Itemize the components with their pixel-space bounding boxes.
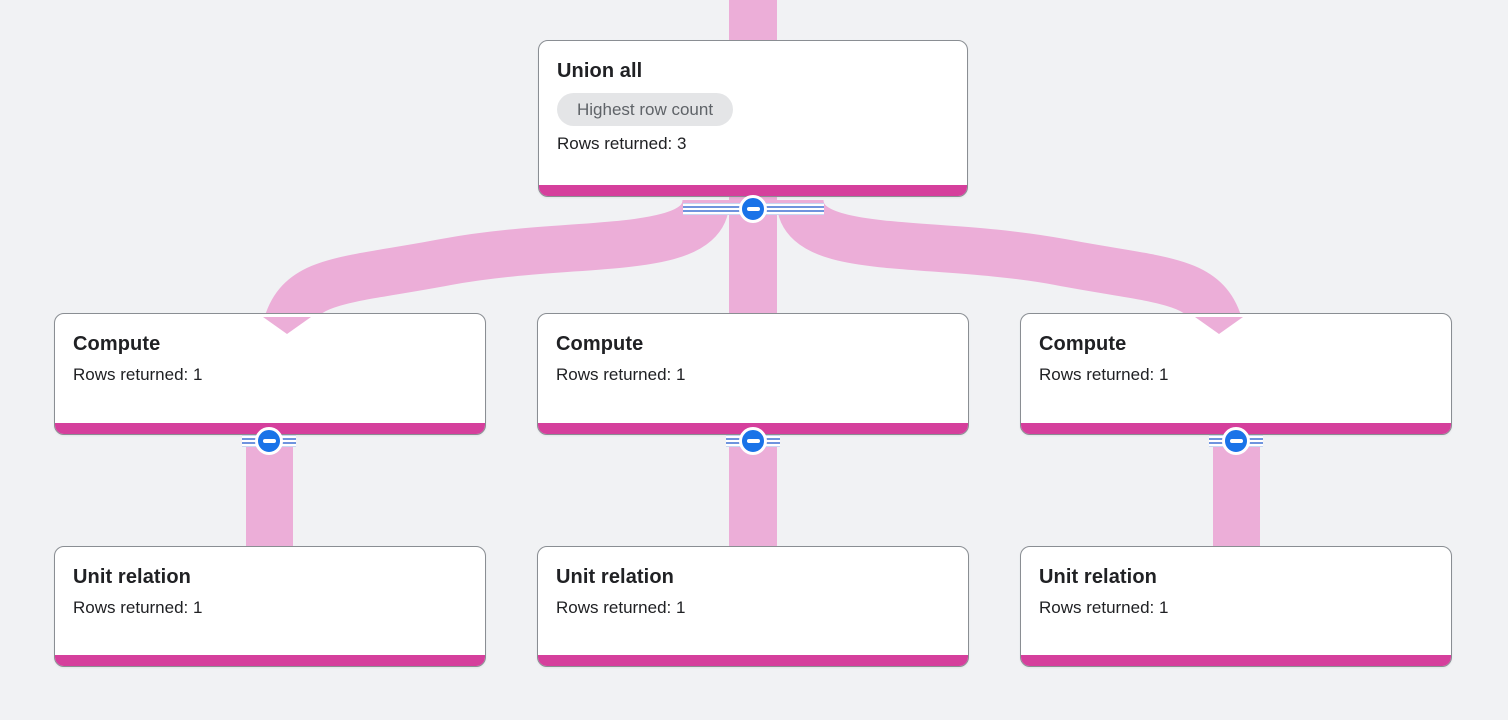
node-accent-bar xyxy=(55,655,485,666)
node-accent-bar xyxy=(1021,655,1451,666)
collapse-button-union-all[interactable] xyxy=(739,195,767,223)
node-union-all[interactable]: Union all Highest row count Rows returne… xyxy=(538,40,968,197)
collapse-button-compute-2[interactable] xyxy=(739,427,767,455)
minus-icon xyxy=(746,207,760,211)
collapse-button-compute-1[interactable] xyxy=(255,427,283,455)
node-title: Unit relation xyxy=(556,566,674,588)
node-unit-relation-1[interactable]: Unit relation Rows returned: 1 xyxy=(54,546,486,667)
highest-row-count-badge: Highest row count xyxy=(557,93,734,126)
rows-returned-label: Rows returned: 1 xyxy=(73,365,203,384)
minus-icon xyxy=(746,439,760,443)
node-title: Unit relation xyxy=(1039,566,1157,588)
rows-returned-label: Rows returned: 1 xyxy=(1039,598,1169,617)
minus-icon xyxy=(1229,439,1243,443)
node-title: Union all xyxy=(557,60,643,82)
edge-union-all-to-compute-1 xyxy=(264,197,730,333)
rows-returned-label: Rows returned: 1 xyxy=(556,365,686,384)
rows-returned-label: Rows returned: 1 xyxy=(556,598,686,617)
node-compute-3[interactable]: Compute Rows returned: 1 xyxy=(1020,313,1452,435)
collapse-button-compute-3[interactable] xyxy=(1222,427,1250,455)
rows-returned-label: Rows returned: 1 xyxy=(1039,365,1169,384)
node-title: Compute xyxy=(73,333,161,355)
node-title: Compute xyxy=(1039,333,1127,355)
node-accent-bar xyxy=(538,655,968,666)
node-accent-bar xyxy=(539,185,967,196)
rows-returned-label: Rows returned: 1 xyxy=(73,598,203,617)
node-compute-1[interactable]: Compute Rows returned: 1 xyxy=(54,313,486,435)
rows-returned-label: Rows returned: 3 xyxy=(557,134,687,153)
node-unit-relation-2[interactable]: Unit relation Rows returned: 1 xyxy=(537,546,969,667)
edge-union-all-to-compute-3 xyxy=(776,197,1242,333)
node-title: Compute xyxy=(556,333,644,355)
node-title: Unit relation xyxy=(73,566,191,588)
node-unit-relation-3[interactable]: Unit relation Rows returned: 1 xyxy=(1020,546,1452,667)
minus-icon xyxy=(262,439,276,443)
node-compute-2[interactable]: Compute Rows returned: 1 xyxy=(537,313,969,435)
